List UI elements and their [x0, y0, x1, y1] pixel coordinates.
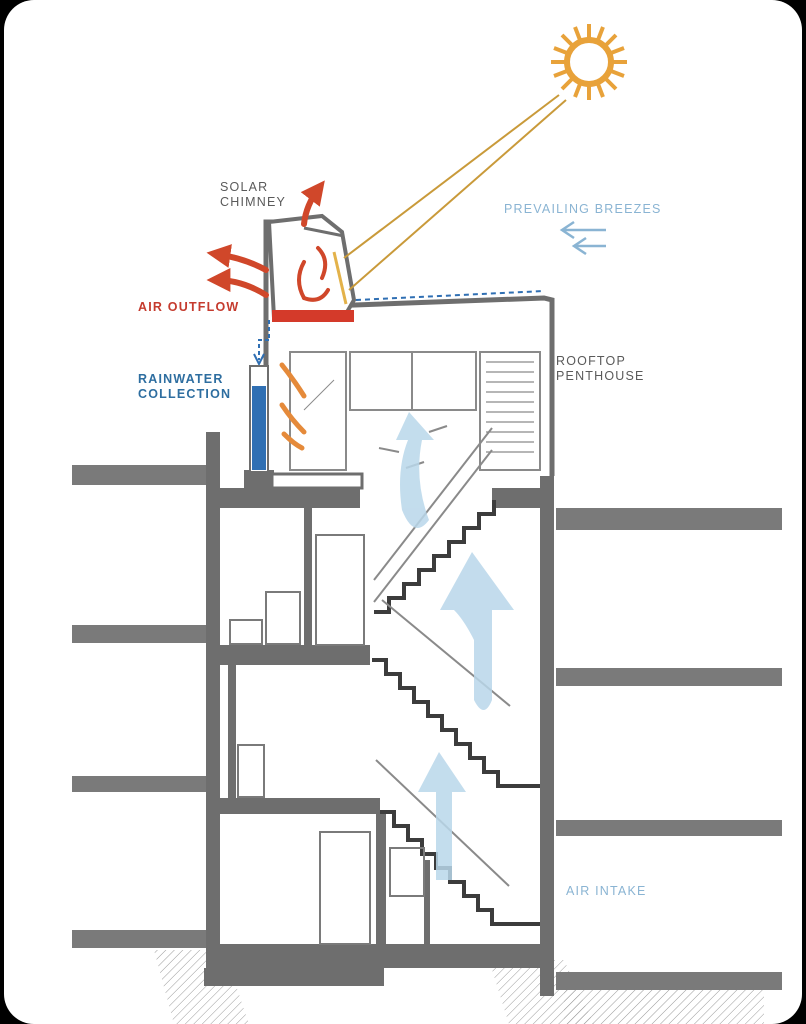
label-rooftop-line2: PENTHOUSE: [556, 369, 645, 384]
water-tank: [252, 386, 266, 470]
left-neighbour-slabs: [72, 465, 208, 948]
label-air-intake: AIR INTAKE: [566, 884, 647, 899]
label-solar-chimney-line2: CHIMNEY: [220, 195, 286, 210]
louvre-shutter: [486, 362, 534, 452]
diagram-frame: SOLAR CHIMNEY PREVAILING BREEZES AIR OUT…: [4, 0, 802, 1024]
air-intake-flow: [396, 412, 514, 880]
heat-absorber: [272, 310, 354, 322]
right-neighbour-slabs: [556, 508, 782, 990]
breeze-arrows: [562, 222, 606, 254]
label-solar-chimney: SOLAR CHIMNEY: [220, 180, 286, 210]
label-rooftop-penthouse: ROOFTOP PENTHOUSE: [556, 354, 645, 384]
building-section-diagram: [4, 0, 802, 1024]
label-air-outflow: AIR OUTFLOW: [138, 300, 239, 315]
label-rainwater-line1: RAINWATER: [138, 372, 231, 387]
label-rainwater-collection: RAINWATER COLLECTION: [138, 372, 231, 402]
label-rooftop-line1: ROOFTOP: [556, 354, 645, 369]
label-prevailing-breezes: PREVAILING BREEZES: [504, 202, 662, 217]
solar-chimney: [269, 216, 354, 322]
sun-icon: [551, 24, 627, 100]
label-rainwater-line2: COLLECTION: [138, 387, 231, 402]
sun-rays: [344, 95, 566, 290]
label-solar-chimney-line1: SOLAR: [220, 180, 286, 195]
building-walls: [204, 432, 554, 996]
heat-rise-arrows: [282, 365, 304, 448]
staircase: [372, 500, 540, 924]
